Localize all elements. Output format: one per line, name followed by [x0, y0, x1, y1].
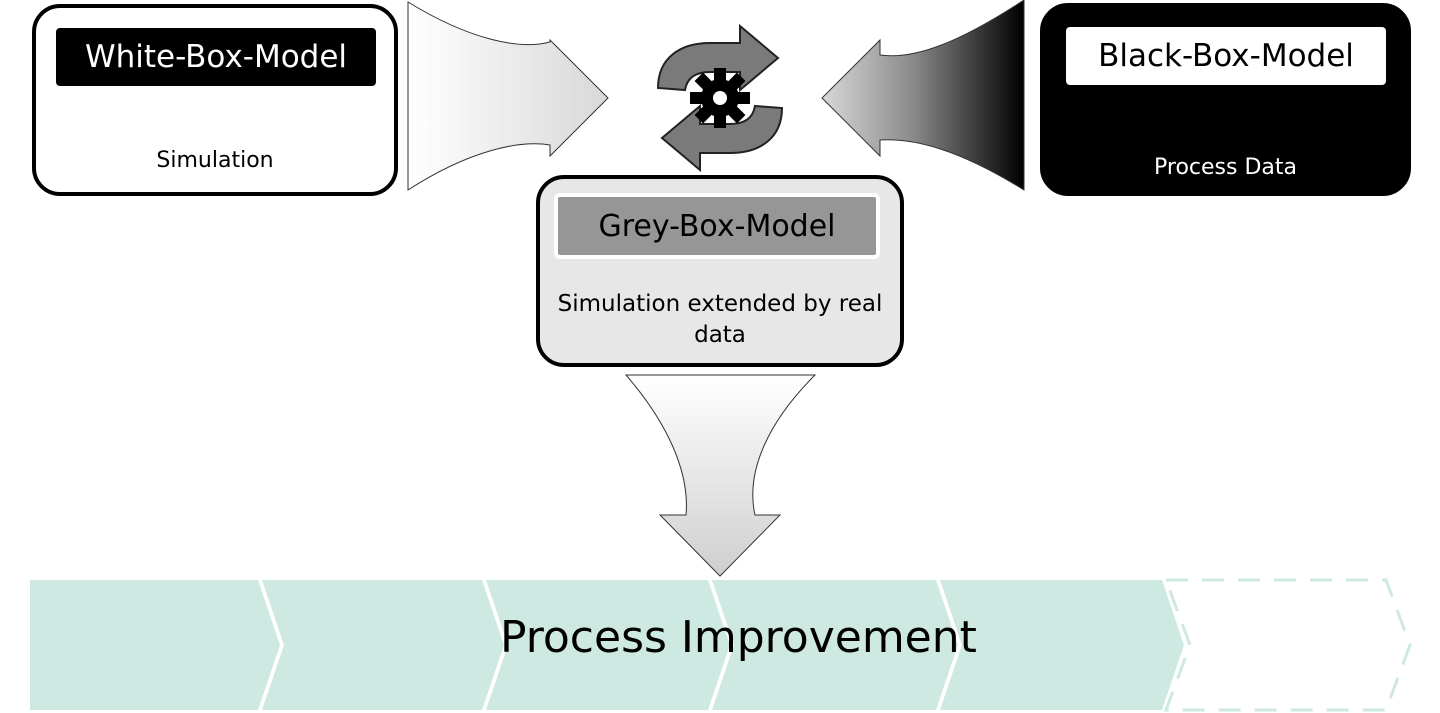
arrow-black-to-center [821, 0, 1025, 191]
black-box-subtitle: Process Data [1154, 155, 1297, 180]
grey-box-subtitle: Simulation extended by real data [557, 291, 883, 348]
chevron-segment [712, 580, 958, 710]
gear-sync-icon [656, 23, 784, 173]
grey-box-model-card: Grey-Box-Model Simulation extended by re… [536, 175, 904, 367]
process-chevron-bar [30, 578, 1412, 712]
grey-box-title: Grey-Box-Model [554, 193, 880, 259]
chevron-segment [30, 580, 280, 710]
chevron-segment [940, 580, 1184, 710]
white-box-subtitle: Simulation [156, 148, 274, 173]
white-box-title: White-Box-Model [56, 28, 376, 86]
arrow-grey-to-process [624, 374, 817, 577]
arrow-white-to-center [407, 1, 609, 191]
chevron-segment-dashed [1163, 578, 1412, 712]
chevron-segment [486, 580, 730, 710]
chevron-segment [262, 580, 504, 710]
black-box-model-card: Black-Box-Model Process Data [1040, 3, 1411, 196]
process-improvement-label: Process Improvement [500, 612, 977, 663]
white-box-model-card: White-Box-Model Simulation [32, 4, 398, 196]
black-box-title: Black-Box-Model [1066, 27, 1386, 85]
